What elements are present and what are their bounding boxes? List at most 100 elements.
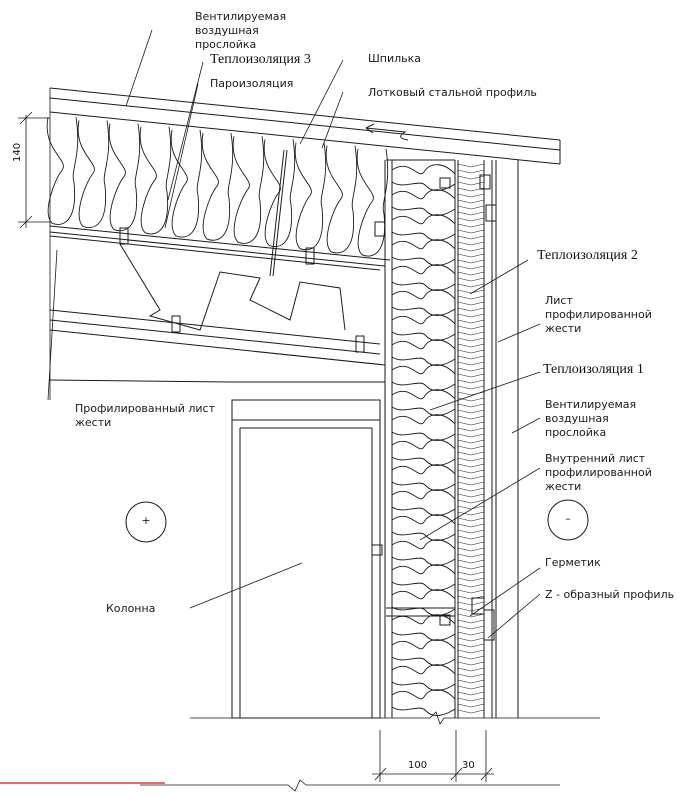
- insulation-fiber: [391, 239, 456, 266]
- insulation-hatch: [457, 535, 485, 540]
- roof-insulation-3: [46, 117, 389, 257]
- insulation-hatch: [457, 283, 485, 288]
- insulation-hatch: [457, 517, 485, 522]
- label-profiled-sheet-left: Профилированный лист жести: [75, 402, 216, 429]
- insulation-hatch: [457, 235, 485, 240]
- insulation-hatch: [457, 601, 485, 606]
- roof-fasteners: [119, 221, 386, 353]
- insulation-hatch: [457, 319, 485, 324]
- insulation-hatch: [457, 583, 485, 588]
- insulation-hatch: [457, 547, 485, 552]
- insulation-fiber: [356, 148, 389, 257]
- wall-insulation-1: [391, 164, 456, 716]
- label-column: Колонна: [106, 602, 156, 615]
- insulation-fiber: [391, 489, 456, 516]
- insulation-fiber: [391, 364, 456, 391]
- insulation-hatch: [457, 343, 485, 348]
- label-insulation-2: Теплоизоляция 2: [537, 248, 638, 263]
- insulation-hatch: [457, 433, 485, 438]
- insulation-hatch: [457, 625, 485, 630]
- insulation-hatch: [457, 289, 485, 294]
- insulation-hatch: [457, 373, 485, 378]
- insulation-hatch: [457, 499, 485, 504]
- insulation-fiber: [391, 214, 456, 241]
- insulation-fiber: [391, 539, 456, 566]
- insulation-hatch: [457, 589, 485, 594]
- insulation-hatch: [457, 295, 485, 300]
- insulation-hatch: [457, 613, 485, 618]
- insulation-hatch: [457, 427, 485, 432]
- insulation-fiber: [391, 314, 456, 341]
- insulation-hatch: [457, 361, 485, 366]
- insulation-fiber: [391, 639, 456, 666]
- insulation-hatch: [457, 529, 485, 534]
- insulation-hatch: [457, 553, 485, 558]
- insulation-hatch: [457, 661, 485, 666]
- insulation-hatch: [457, 673, 485, 678]
- insulation-fiber: [46, 117, 79, 225]
- insulation-fiber: [391, 389, 456, 416]
- insulation-fiber: [391, 439, 456, 466]
- insulation-hatch: [457, 379, 485, 384]
- insulation-hatch: [457, 475, 485, 480]
- dim-label-30: 30: [462, 760, 475, 771]
- insulation-hatch: [457, 307, 485, 312]
- insulation-hatch: [457, 505, 485, 510]
- insulation-fiber: [139, 126, 172, 235]
- insulation-fiber: [391, 464, 456, 491]
- insulation-hatch: [457, 481, 485, 486]
- insulation-hatch: [457, 415, 485, 420]
- label-stud: Шпилька: [368, 52, 422, 65]
- insulation-hatch: [457, 619, 485, 624]
- insulation-fiber: [391, 614, 456, 641]
- roof-outer-sheet: [49, 87, 561, 165]
- insulation-hatch: [457, 637, 485, 642]
- label-vapor-barrier: Пароизоляция: [210, 77, 294, 90]
- insulation-hatch: [457, 643, 485, 648]
- insulation-hatch: [457, 229, 485, 234]
- insulation-fiber: [170, 129, 203, 238]
- insulation-hatch: [457, 697, 485, 702]
- label-tray-profile: Лотковый стальной профиль: [368, 86, 537, 99]
- label-inner-profiled-sheet: Внутренний лист профилированной жести: [545, 452, 652, 493]
- insulation-hatch: [457, 667, 485, 672]
- insulation-hatch: [457, 631, 485, 636]
- insulation-fiber: [325, 145, 358, 254]
- insulation-fiber: [263, 139, 296, 247]
- insulation-hatch: [457, 277, 485, 282]
- insulation-hatch: [457, 253, 485, 258]
- insulation-fiber: [77, 120, 110, 228]
- insulation-hatch: [457, 523, 485, 528]
- insulation-hatch: [457, 649, 485, 654]
- insulation-hatch: [457, 451, 485, 456]
- insulation-fiber: [391, 189, 456, 216]
- insulation-hatch: [457, 403, 485, 408]
- insulation-hatch: [457, 679, 485, 684]
- outside-zone-marker: [547, 499, 589, 541]
- leader-lines: [47, 29, 541, 639]
- insulation-hatch: [457, 313, 485, 318]
- insulation-hatch: [457, 571, 485, 576]
- insulation-fiber: [391, 589, 456, 616]
- insulation-hatch: [457, 265, 485, 270]
- column: [231, 399, 381, 719]
- dimension-140: [18, 111, 50, 229]
- minus-sign: –: [565, 512, 571, 525]
- insulation-fiber: [391, 339, 456, 366]
- insulation-fiber: [391, 689, 456, 716]
- insulation-hatch: [457, 301, 485, 306]
- insulation-hatch: [457, 367, 485, 372]
- insulation-hatch: [457, 703, 485, 708]
- insulation-hatch: [457, 439, 485, 444]
- insulation-hatch: [457, 193, 485, 198]
- insulation-fiber: [201, 132, 234, 241]
- label-insulation-3: Теплоизоляция 3: [210, 52, 311, 67]
- roof-beam: [49, 329, 386, 383]
- insulation-fiber: [108, 123, 141, 232]
- insulation-hatch: [457, 199, 485, 204]
- label-vent-layer-right: Вентилируемая воздушная прослойка: [545, 398, 637, 439]
- insulation-hatch: [457, 169, 485, 174]
- insulation-hatch: [457, 247, 485, 252]
- insulation-hatch: [457, 217, 485, 222]
- label-sealant: Герметик: [545, 556, 601, 569]
